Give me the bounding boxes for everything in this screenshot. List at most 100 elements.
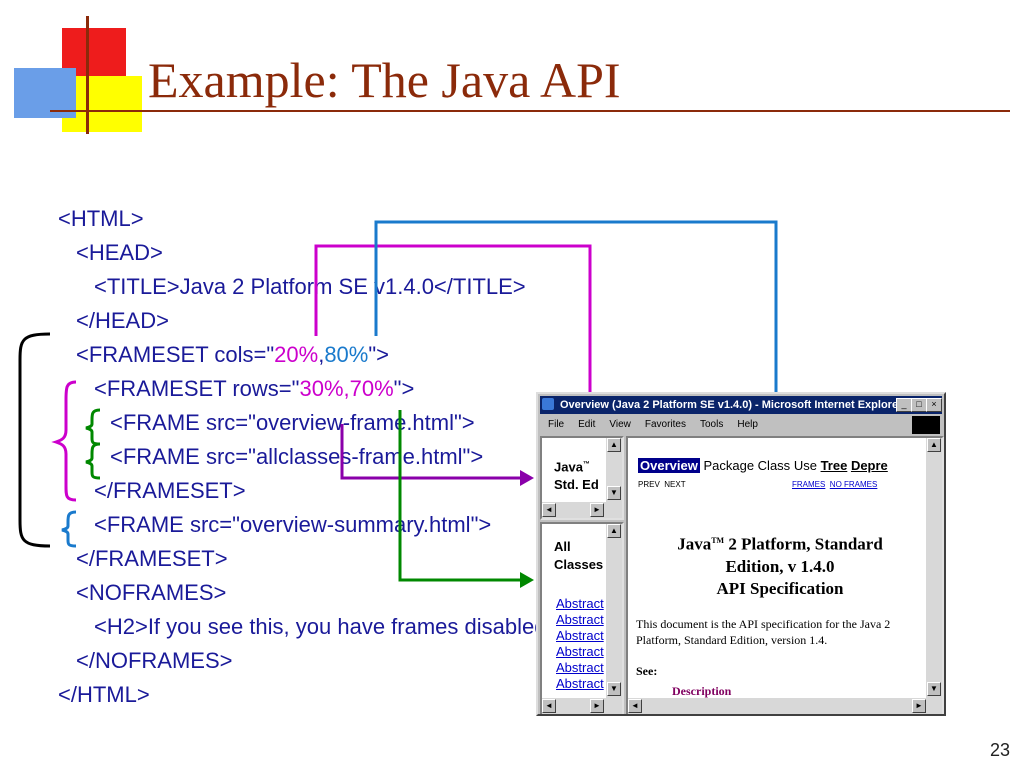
ie-icon [542,398,554,410]
horizontal-scrollbar[interactable]: ◄ ► [542,502,622,518]
menu-help[interactable]: Help [737,419,758,430]
class-link[interactable]: Abstract [556,628,604,643]
scroll-left-button[interactable]: ◄ [542,503,556,517]
desc-line-1: This document is the API specification f… [636,617,891,631]
code-line-frame-overview: <FRAME src="overview-frame.html"> [110,410,475,435]
brace-magenta [51,380,77,502]
slide-title: Example: The Java API [148,52,621,108]
code-line-frame-summary: <FRAME src="overview-summary.html"> [94,512,492,537]
frames-link[interactable]: FRAMES [792,480,826,489]
code-line-html-open: <HTML> [58,206,144,231]
nav-bar: Overview Package Class Use Tree Depre [638,458,888,474]
menu-bar: File Edit View Favorites Tools Help [540,416,942,434]
scroll-left-button[interactable]: ◄ [542,699,556,713]
code-line-title: <TITLE>Java 2 Platform SE v1.4.0</TITLE> [94,274,526,299]
code-text: , [318,342,325,367]
arrowhead-green-allclasses [520,572,534,588]
minimize-button[interactable]: _ [896,398,912,412]
scroll-up-button[interactable]: ▲ [607,524,621,538]
brace-blue [61,510,77,548]
scroll-down-button[interactable]: ▼ [607,486,621,500]
prev-next: PREV NEXT [638,480,686,489]
java-text: Java [554,459,583,475]
heading-api-spec: API Specification [716,578,844,598]
brace-green-1 [85,408,101,446]
nav-package[interactable]: Package [703,458,755,473]
nav-tree[interactable]: Tree [820,458,848,473]
class-link[interactable]: Abstract [556,596,604,611]
heading-platform: 2 Platform, Standard [724,534,883,554]
code-line-head-close: </HEAD> [76,308,169,333]
close-button[interactable]: × [926,398,942,412]
code-line-frameset-close-inner: </FRAMESET> [94,478,246,503]
code-line-frame-allclasses: <FRAME src="allclasses-frame.html"> [110,444,484,469]
heading-tm: TM [711,536,725,545]
next-link[interactable]: NEXT [664,480,686,489]
windows-logo-icon [912,416,940,434]
nav-use[interactable]: Use [793,458,817,473]
title-underline [50,110,1010,112]
class-link[interactable]: Abstract [556,644,604,659]
scroll-left-button[interactable]: ◄ [628,699,642,713]
nav-overview[interactable]: Overview [638,458,700,473]
code-highlight-20: 20% [274,342,319,367]
arrow-magenta-cols [314,244,592,424]
code-text: <FRAMESET rows=" [94,376,300,401]
scroll-right-button[interactable]: ► [590,503,604,517]
desc-line-2: Platform, Standard Edition, version 1.4. [636,633,828,647]
description-text: This document is the API specification f… [636,616,890,648]
class-link[interactable]: Abstract [556,660,604,675]
scroll-up-button[interactable]: ▲ [607,438,621,452]
class-list: Abstract Abstract Abstract Abstract Abst… [556,596,604,692]
code-text: "> [393,376,415,401]
class-link[interactable]: Abstract [556,676,604,691]
window-title: Overview (Java 2 Platform SE v1.4.0) - M… [540,396,942,414]
decor-blue-square [14,68,76,118]
code-text: "> [368,342,390,367]
browser-window: Overview (Java 2 Platform SE v1.4.0) - M… [536,392,946,716]
bracket-black [18,332,51,548]
description-link[interactable]: Description [672,684,732,698]
arrow-purple-rows [340,424,520,480]
prev-link[interactable]: PREV [638,480,660,489]
arrow-blue-cols [374,220,778,424]
code-line-head-open: <HEAD> [76,240,163,265]
scroll-right-button[interactable]: ► [912,699,926,713]
scroll-up-button[interactable]: ▲ [927,438,941,452]
scroll-down-button[interactable]: ▼ [607,682,621,696]
scroll-down-button[interactable]: ▼ [927,682,941,696]
no-frames-link[interactable]: NO FRAMES [829,480,878,489]
vertical-scrollbar[interactable]: ▲ ▼ [606,524,622,698]
classes-text: Classes [554,557,604,572]
menu-file[interactable]: File [548,419,565,430]
frames-links: FRAMES NO FRAMES [792,480,877,489]
see-label: See: [636,664,658,678]
horizontal-scrollbar[interactable]: ◄ ► [542,698,622,714]
menu-tools[interactable]: Tools [699,419,724,430]
nav-class[interactable]: Class [757,458,791,473]
maximize-button[interactable]: □ [911,398,927,412]
vertical-scrollbar[interactable]: ▲ ▼ [606,438,622,502]
heading-java: Java [677,534,712,554]
code-line-frameset-close-outer: </FRAMESET> [76,546,228,571]
code-text: <FRAMESET cols=" [76,342,275,367]
scroll-right-button[interactable]: ► [590,699,604,713]
horizontal-scrollbar[interactable]: ◄ ► [628,698,942,714]
api-heading: JavaTM 2 Platform, Standard Edition, v 1… [632,530,928,600]
arrow-green-allclasses [398,410,520,582]
menu-edit[interactable]: Edit [578,419,596,430]
frame-overview-summary: Overview Package Class Use Tree Depre PR… [626,436,944,714]
nav-deprecated[interactable]: Depre [850,458,888,473]
menu-favorites[interactable]: Favorites [644,419,686,430]
all-text: All [554,539,571,554]
code-line-noframes-close: </NOFRAMES> [76,648,233,673]
menu-view[interactable]: View [609,419,631,430]
page-number: 23 [989,740,1010,760]
class-link[interactable]: Abstract [556,612,604,627]
brace-green-2 [85,442,101,480]
arrowhead-purple-rows [520,470,534,486]
vertical-scrollbar[interactable]: ▲ ▼ [926,438,942,698]
code-highlight-rows: 30%,70% [299,376,394,401]
